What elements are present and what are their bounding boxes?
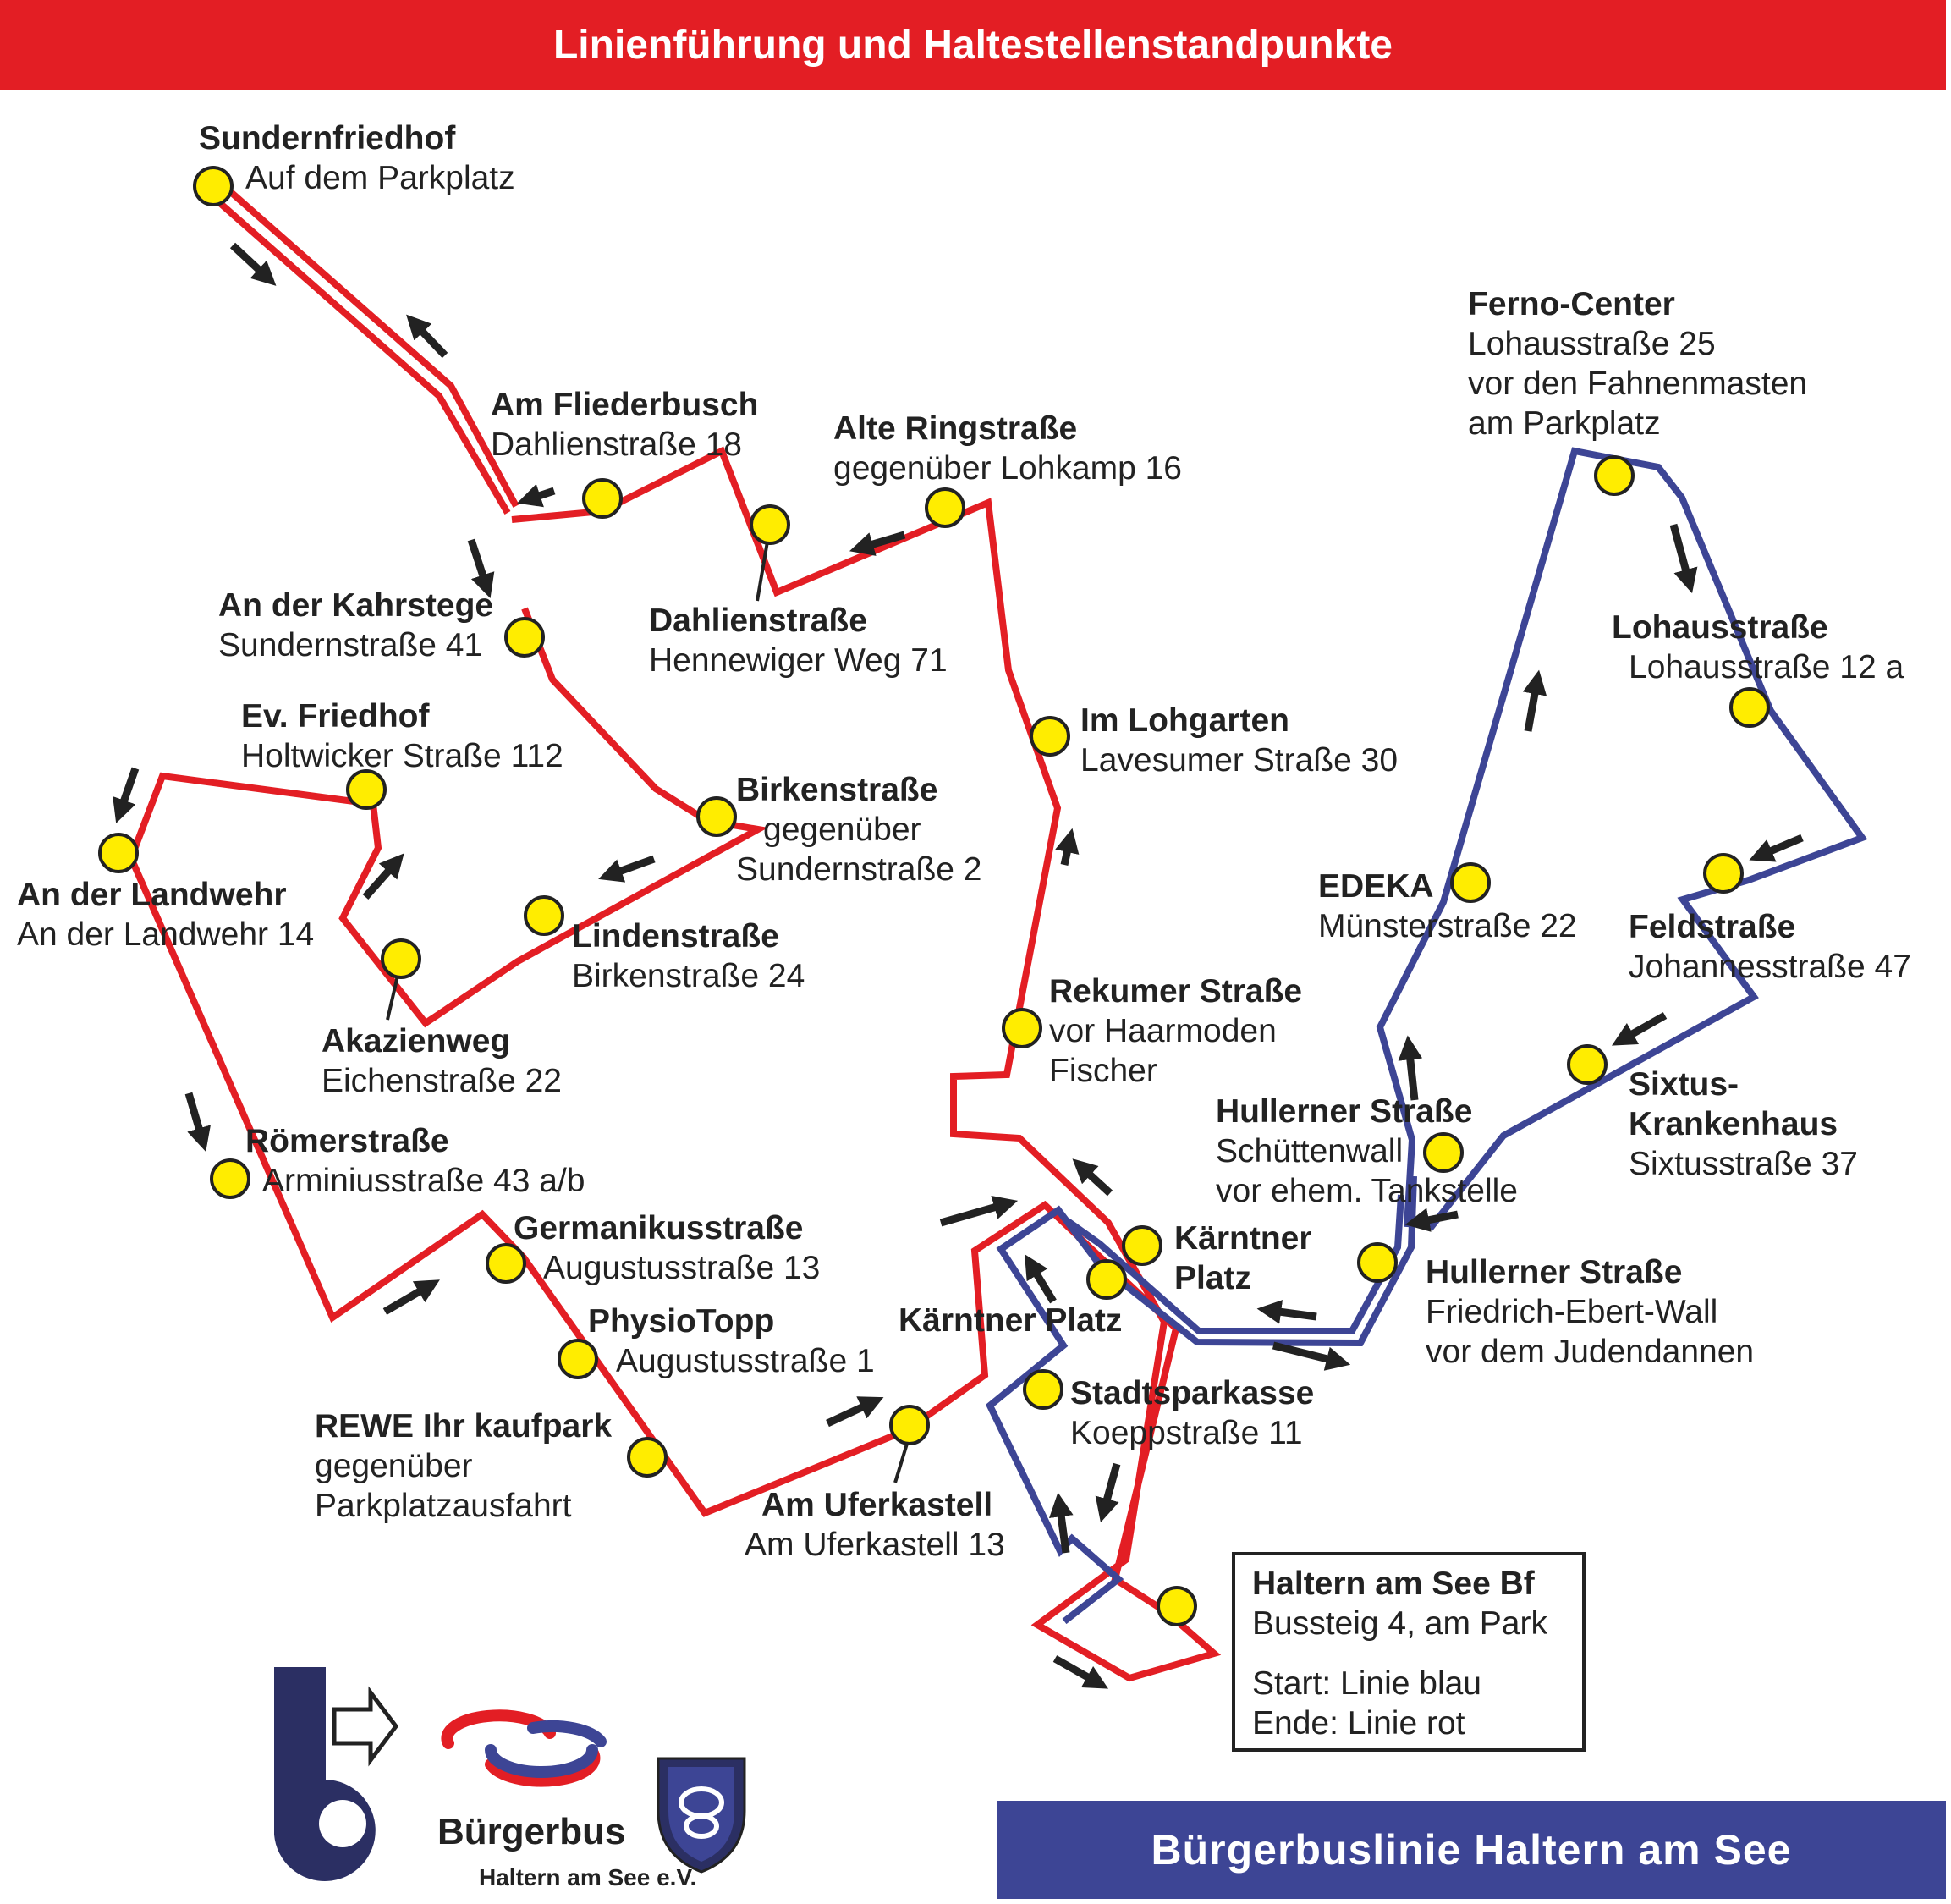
b-arrow-logo-icon (274, 1667, 399, 1881)
legend-box: Haltern am See Bf Bussteig 4, am Park St… (1232, 1552, 1586, 1752)
stop-label-kaerntner-platz-west: Kärntner Platz (899, 1302, 1123, 1339)
stop-label-rekumer-strasse: Rekumer Straße vor Haarmoden Fischer (1049, 973, 1303, 1089)
direction-arrow (517, 483, 556, 508)
stop-marker-rewe (627, 1437, 668, 1478)
stop-marker-rekumer-strasse (1002, 1008, 1042, 1048)
stop-label-dahlienstrasse: Dahlienstraße Hennewiger Weg 71 (649, 603, 948, 679)
stop-marker-kaerntner-platz-east (1122, 1225, 1162, 1266)
stop-marker-am-uferkastell (889, 1405, 930, 1445)
stop-label-alte-ringstrasse: Alte Ringstraße gegenüber Lohkamp 16 (833, 410, 1182, 487)
direction-arrow (1611, 1012, 1668, 1046)
direction-arrow (467, 538, 495, 598)
buergerbus-swirl-icon (441, 1709, 607, 1787)
direction-arrow (229, 242, 277, 286)
logo-org: Haltern am See e.V. (479, 1864, 697, 1890)
stop-label-an-der-kahrstege: An der Kahrstege Sundernstraße 41 (218, 587, 494, 663)
header-bar: Linienführung und Haltestellenstandpunkt… (0, 0, 1946, 90)
stop-marker-am-fliederbusch (582, 478, 623, 519)
stop-marker-lohausstrasse (1729, 687, 1770, 728)
footer-bar: Bürgerbuslinie Haltern am See (997, 1801, 1946, 1899)
stop-label-sundernfriedhof: Sundernfriedhof Auf dem Parkplatz (199, 120, 515, 196)
logo-name: Bürgerbus (437, 1811, 626, 1852)
stop-label-ev-friedhof: Ev. Friedhof Holtwicker Straße 112 (241, 698, 563, 774)
stop-label-kaerntner-platz-east: Kärntner Platz (1174, 1220, 1312, 1296)
direction-arrow (382, 1279, 440, 1315)
stop-label-birkenstrasse: Birkenstraße gegenüber Sundernstraße 2 (736, 772, 982, 888)
direction-arrow (939, 1195, 1019, 1227)
stop-marker-hullerner-schuettenwall (1423, 1132, 1464, 1173)
stop-label-stadtsparkasse: Stadtsparkasse Koeppstraße 11 (1070, 1375, 1315, 1451)
stop-marker-feldstrasse (1703, 853, 1744, 894)
direction-arrow (1669, 523, 1698, 594)
direction-arrow (826, 1396, 884, 1428)
stop-label-sixtus: Sixtus- Krankenhaus Sixtusstraße 37 (1629, 1066, 1858, 1182)
stop-marker-kaerntner-platz-west (1086, 1259, 1127, 1300)
stop-marker-edeka (1450, 862, 1491, 903)
stop-label-hullerner-ebert: Hullerner Straße Friedrich-Ebert-Wall vo… (1426, 1254, 1755, 1370)
stop-marker-germanikusstrasse (486, 1243, 526, 1284)
direction-arrow (1049, 1492, 1074, 1554)
stop-marker-birkenstrasse (696, 796, 737, 837)
direction-arrow (1025, 1254, 1057, 1304)
direction-arrow (113, 767, 140, 823)
direction-arrow (1055, 828, 1080, 866)
stop-label-feldstrasse: Feldstraße Johannesstraße 47 (1629, 909, 1911, 985)
stop-marker-dahlienstrasse (750, 504, 790, 545)
direction-arrow (184, 1092, 211, 1153)
stop-label-germanikusstrasse: Germanikusstraße Augustusstraße 13 (514, 1210, 821, 1286)
leader-lines (386, 541, 909, 1483)
stop-marker-an-der-kahrstege (504, 617, 545, 658)
page-title: Linienführung und Haltestellenstandpunkt… (552, 22, 1393, 68)
direction-arrow (1522, 669, 1547, 732)
stop-marker-haltern-bf (1157, 1586, 1197, 1626)
stop-label-lohausstrasse: Lohausstraße Lohausstraße 12 a (1612, 609, 1904, 685)
blue-route-line (986, 447, 1868, 1625)
stop-marker-roemerstrasse (210, 1158, 250, 1199)
haltern-coat-of-arms-icon (657, 1757, 746, 1874)
direction-arrows (113, 242, 1804, 1689)
direction-arrow (1072, 1158, 1113, 1197)
stop-marker-physiotopp (558, 1339, 598, 1379)
stop-marker-stadtsparkasse (1023, 1369, 1063, 1410)
direction-arrow (1052, 1655, 1109, 1689)
stop-marker-ferno-center (1594, 455, 1635, 496)
stop-marker-an-der-landwehr (98, 833, 139, 873)
stop-label-an-der-landwehr: An der Landwehr An der Landwehr 14 (17, 877, 315, 953)
direction-arrow (1272, 1341, 1351, 1371)
stop-marker-ev-friedhof (346, 769, 387, 810)
stop-label-lindenstrasse: Lindenstraße Birkenstraße 24 (572, 918, 805, 994)
stop-marker-sundernfriedhof (193, 166, 234, 206)
direction-arrow (598, 855, 656, 883)
stop-marker-lindenstrasse (524, 895, 564, 936)
stop-marker-sixtus (1567, 1044, 1608, 1085)
direction-arrow (1256, 1300, 1317, 1324)
stop-label-hullerner-schuettenwall: Hullerner Straße Schüttenwall vor ehem. … (1216, 1093, 1518, 1209)
stop-label-physiotopp: PhysioTopp Augustusstraße 1 (588, 1303, 875, 1379)
direction-arrow (362, 853, 404, 900)
direction-arrow (1404, 1208, 1459, 1232)
stop-label-roemerstrasse: Römerstraße Arminiusstraße 43 a/b (245, 1123, 585, 1199)
direction-arrow (1095, 1462, 1121, 1523)
stop-label-am-uferkastell: Am Uferkastell Am Uferkastell 13 (745, 1487, 1005, 1563)
direction-arrow (406, 314, 448, 359)
direction-arrow (1749, 834, 1804, 862)
stop-markers (98, 166, 1770, 1626)
stop-marker-alte-ringstrasse (925, 487, 965, 528)
stop-label-akazienweg: Akazienweg Eichenstraße 22 (322, 1023, 562, 1099)
stop-marker-hullerner-ebert (1357, 1242, 1398, 1283)
stop-marker-akazienweg (381, 938, 421, 979)
stop-label-am-fliederbusch: Am Fliederbusch Dahlienstraße 18 (491, 387, 759, 463)
footer-title: Bürgerbuslinie Haltern am See (1151, 1826, 1792, 1874)
stop-label-im-lohgarten: Im Lohgarten Lavesumer Straße 30 (1080, 702, 1399, 779)
stop-label-ferno-center: Ferno-Center Lohausstraße 25 vor den Fah… (1468, 286, 1808, 442)
stop-marker-im-lohgarten (1030, 716, 1070, 757)
direction-arrow (1398, 1035, 1423, 1101)
stop-label-edeka: EDEKA Münsterstraße 22 (1318, 868, 1577, 944)
stop-label-rewe: REWE Ihr kaufpark gegenüber Parkplatzaus… (315, 1408, 613, 1524)
direction-arrow (849, 531, 906, 556)
